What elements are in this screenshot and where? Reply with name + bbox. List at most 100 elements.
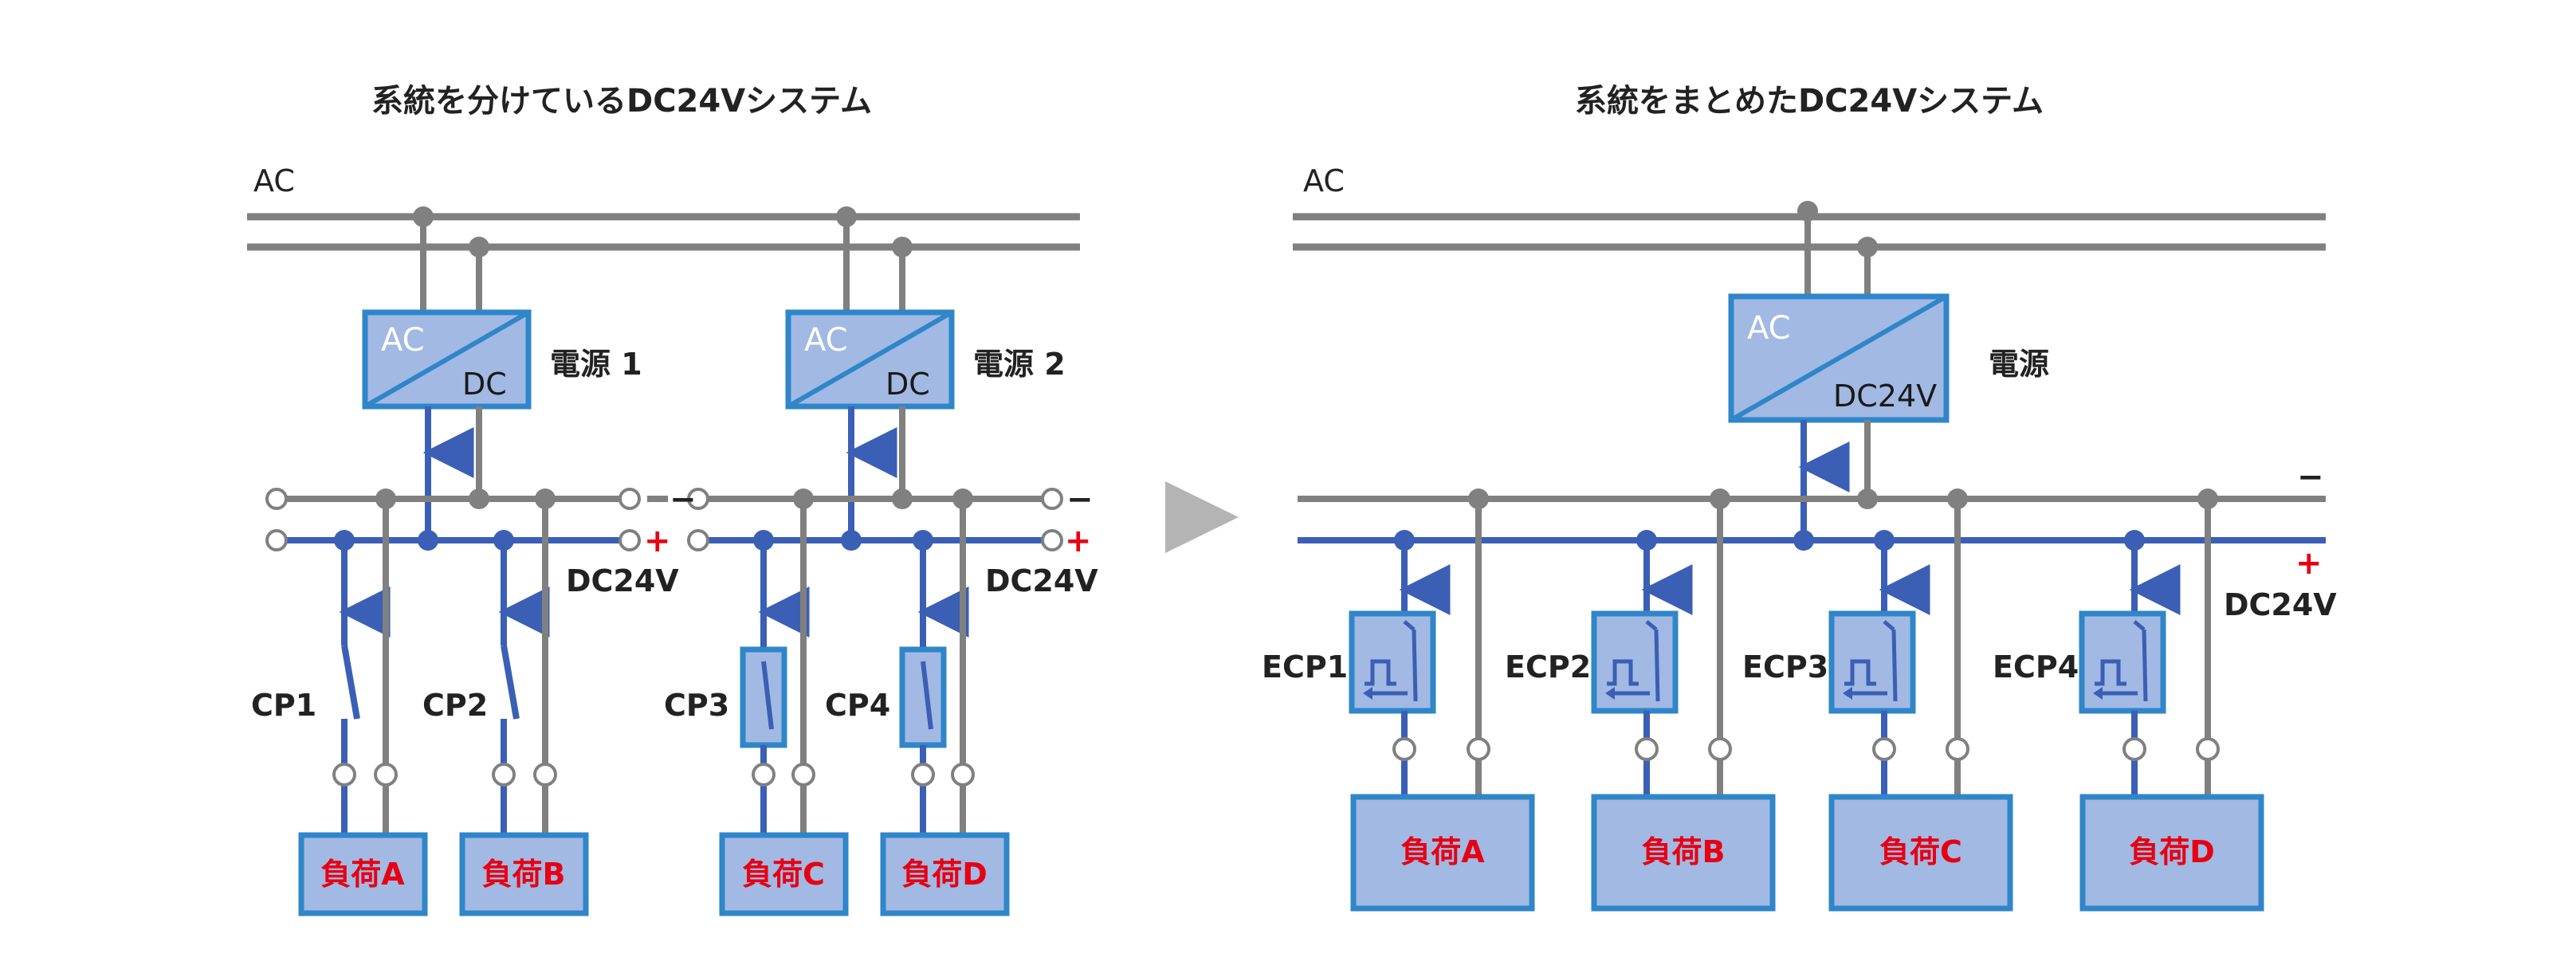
left-load-a-text: 負荷A (320, 857, 405, 892)
ecp-labels: ECP1 ECP2 ECP3 ECP4 (1262, 649, 2079, 685)
psu-label: 電源 (1989, 347, 2049, 382)
right-diagram: 系統をまとめたDC24Vシステム AC AC DC24V 電源 − + DC24… (1262, 83, 2337, 912)
left-ac-label: AC (253, 163, 295, 198)
arrow-left-icon (1605, 687, 1615, 700)
psu2-dc-text: DC (886, 367, 930, 402)
ecp1-terminal (1392, 737, 1416, 761)
bus1-plus-sign: + (644, 523, 671, 559)
ecp4-contact-top (2133, 620, 2146, 631)
bus2-plus-sign: + (1065, 523, 1092, 559)
right-title: 系統をまとめたDC24Vシステム (1575, 83, 2044, 120)
arrow-left-icon (2093, 687, 2103, 700)
right-load-d-text: 負荷D (2129, 834, 2215, 869)
left-load-c-text: 負荷C (742, 857, 825, 892)
arrow-left-icon (1363, 687, 1372, 700)
right-load-box-3 (1828, 794, 2013, 912)
right-plus-sign: + (2295, 545, 2323, 582)
right-ac-label: AC (1303, 163, 1345, 198)
right-load-box-4 (2079, 794, 2264, 912)
psu2-ac-text: AC (804, 322, 848, 359)
ecp3-box (1828, 610, 1916, 714)
bus-terminals (265, 488, 1063, 551)
ecp1-box (1349, 610, 1436, 714)
ecp3-minus-terminal (1946, 737, 1969, 761)
cp3-label: CP3 (664, 688, 729, 723)
junction-dot (413, 206, 434, 227)
ecp4-contact (2142, 629, 2148, 702)
ecp3-contact (1891, 629, 1898, 702)
junction-dot (892, 237, 913, 257)
bus-junctions (418, 488, 913, 551)
ecp4-label: ECP4 (1993, 649, 2079, 685)
junction-dot (1857, 237, 1878, 257)
left-load-d-text: 負荷D (901, 857, 988, 892)
left-load-b-text: 負荷B (482, 857, 566, 892)
pulse-icon (2095, 659, 2126, 686)
left-load-c: 負荷C (719, 832, 849, 916)
left-load-a: 負荷A (298, 832, 428, 916)
cp2-label: CP2 (422, 688, 488, 723)
left-title: 系統を分けているDC24Vシステム (371, 83, 872, 120)
junction-dot (1793, 530, 1814, 551)
ecp4-box (2079, 610, 2166, 714)
ecp2-contact (1654, 629, 1660, 702)
right-load-b-text: 負荷B (1642, 834, 1726, 869)
right-load-a-text: 負荷A (1400, 834, 1485, 869)
right-load-box-1 (1350, 794, 1535, 912)
psu1-ac-text: AC (381, 322, 425, 359)
psu2-label: 電源 2 (973, 347, 1066, 382)
psu1-box: AC DC (362, 309, 532, 410)
cp1-label: CP1 (251, 688, 316, 723)
pulse-icon (1365, 659, 1396, 686)
ecp4-minus-junction (2197, 488, 2218, 509)
ecp4-terminal (2122, 737, 2146, 761)
ecp4-minus-terminal (2196, 737, 2220, 761)
cp4-branch (899, 488, 975, 835)
junction-dot (469, 237, 489, 257)
ecp2-minus-terminal (1708, 737, 1732, 761)
cp2-branch (492, 488, 557, 835)
psu1-label: 電源 1 (550, 347, 642, 382)
ecp2-label: ECP2 (1505, 649, 1591, 685)
junction-dot (1857, 488, 1878, 509)
right-load-c-text: 負荷C (1879, 834, 1962, 869)
bus1-dc-label: DC24V (566, 563, 679, 598)
bus2-minus-sign: − (1066, 481, 1094, 518)
junction-dot (1797, 201, 1818, 222)
right-minus-sign: − (2297, 459, 2324, 496)
ecp3-minus-junction (1947, 488, 1968, 509)
ecp3-plus-junction (1874, 530, 1895, 551)
ecp2-contact-top (1645, 620, 1658, 631)
ecp2-terminal (1635, 737, 1659, 761)
psu-main-box: AC DC24V (1728, 293, 1950, 423)
pulse-icon (1607, 659, 1639, 686)
ecp1-minus-junction (1468, 488, 1489, 509)
ecp3-contact-top (1883, 620, 1895, 631)
ecp1-contact (1412, 629, 1418, 702)
arrow-left-icon (1843, 687, 1852, 700)
ecp-branches (1349, 488, 2220, 797)
ecp2-box (1591, 610, 1679, 714)
ecp1-contact-top (1403, 620, 1416, 631)
ecp1-label: ECP1 (1262, 649, 1348, 685)
psu1-dc-text: DC (462, 367, 507, 402)
cp4-label: CP4 (825, 688, 890, 723)
ecp2-plus-junction (1636, 530, 1657, 551)
left-diagram: 系統を分けているDC24Vシステム AC AC DC 電源 1 AC DC (247, 83, 1098, 916)
right-dc-label: DC24V (2224, 587, 2337, 622)
ecp1-minus-terminal (1467, 737, 1490, 761)
cp1-branch (332, 488, 398, 835)
bus2-dc-label: DC24V (985, 563, 1098, 598)
ecp2-minus-junction (1710, 488, 1730, 509)
ecp3-label: ECP3 (1742, 649, 1828, 685)
bus1-minus-sign: − (670, 481, 697, 518)
psu-dc-text: DC24V (1833, 379, 1937, 414)
play-triangle-icon (1165, 481, 1239, 553)
psu2-box: AC DC (785, 309, 955, 410)
right-loads: 負荷A 負荷B 負荷C 負荷D (1350, 794, 2264, 912)
ecp3-terminal (1872, 737, 1896, 761)
psu-ac-text: AC (1747, 310, 1791, 347)
junction-dot (836, 206, 857, 227)
